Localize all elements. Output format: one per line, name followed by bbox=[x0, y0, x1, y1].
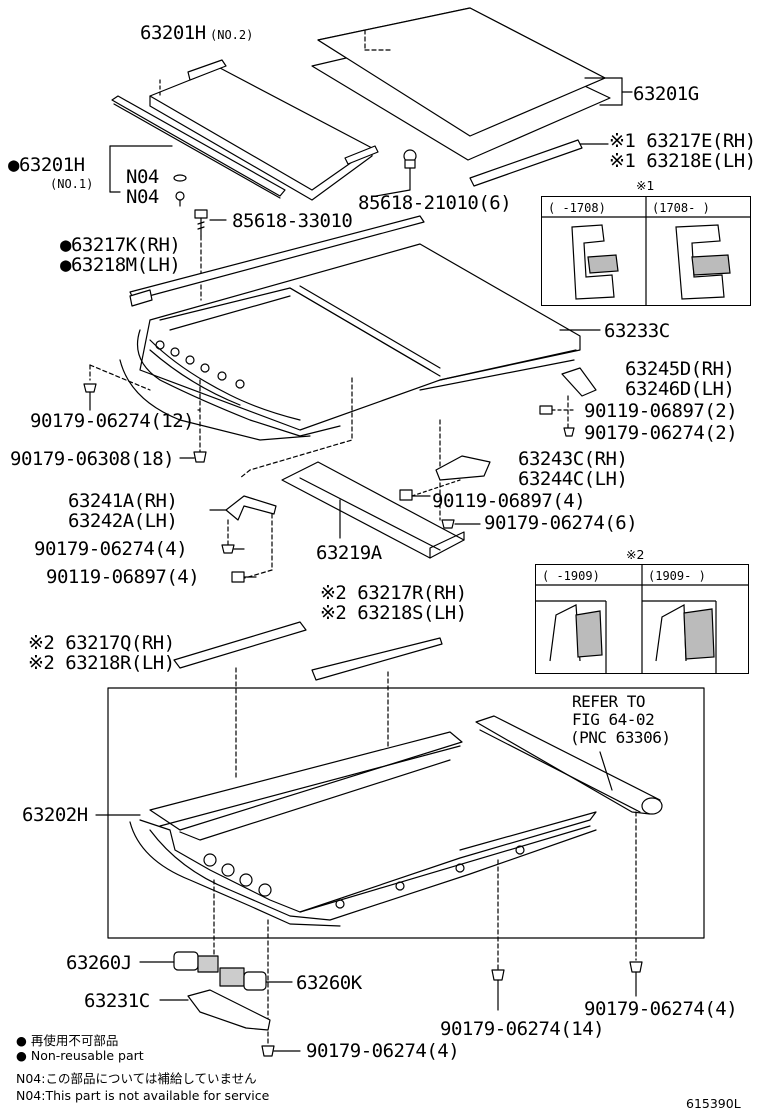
clip-90179-06274-12 bbox=[83, 383, 97, 411]
clip-90179-06274-14 bbox=[491, 969, 505, 981]
label-refer-line1: REFER TO bbox=[572, 692, 646, 711]
clip-90179-06274-4-right bbox=[629, 961, 643, 973]
label-63218e: ※1 63218E(LH) bbox=[609, 150, 756, 172]
note-n04-jp: N04:この部品については補給していません bbox=[16, 1071, 257, 1086]
label-63201g: 63201G bbox=[633, 83, 699, 105]
clip-90179-06308-18 bbox=[193, 451, 207, 463]
label-63241a: 63241A(RH) bbox=[68, 490, 178, 512]
label-63260j: 63260J bbox=[66, 952, 132, 974]
label-n04-b: N04 bbox=[126, 186, 159, 208]
bracket-63243c-drawing bbox=[399, 455, 491, 529]
label-90179-06308-18: 90179-06308(18) bbox=[10, 448, 175, 470]
label-85618-21010: 85618-21010(6) bbox=[358, 192, 512, 214]
reinforcement-63219a-drawing bbox=[281, 461, 465, 559]
label-63260k: 63260K bbox=[296, 972, 362, 994]
label-63218m: ●63218M(LH) bbox=[60, 254, 181, 276]
label-90179-06274-4a: 90179-06274(4) bbox=[34, 538, 188, 560]
inset2-right-range: (1909- ) bbox=[648, 569, 706, 583]
label-90179-06274-6: 90179-06274(6) bbox=[484, 512, 638, 534]
clip-n04 bbox=[173, 174, 187, 207]
note-nonreusable-en: ● Non-reusable part bbox=[16, 1048, 144, 1063]
weatherstrip-e-drawing bbox=[469, 139, 583, 187]
label-63217r: ※2 63217R(RH) bbox=[320, 582, 467, 604]
label-63202h: 63202H bbox=[22, 804, 88, 826]
bracket-63231c-drawing bbox=[187, 989, 271, 1031]
inset-mark2-label: ※2 bbox=[626, 547, 645, 562]
label-n04-a: N04 bbox=[126, 166, 159, 188]
inset1-right-range: (1708- ) bbox=[652, 201, 710, 215]
label-refer-line3: (PNC 63306) bbox=[570, 728, 671, 747]
screw-85618-33010 bbox=[194, 209, 208, 301]
label-90119-06897-4a: 90119-06897(4) bbox=[432, 490, 586, 512]
label-63201h-no1-note: (NO.1) bbox=[50, 177, 94, 191]
roof-panel-drawing bbox=[119, 243, 601, 441]
label-90179-06274-4c: 90179-06274(4) bbox=[306, 1040, 460, 1062]
label-90119-06897-2: 90119-06897(2) bbox=[584, 400, 738, 422]
inset-mark1-label: ※1 bbox=[636, 178, 655, 193]
seal-strip-drawing bbox=[111, 95, 286, 199]
label-85618-33010: 85618-33010 bbox=[232, 210, 353, 232]
inset-box-2: ( -1909) (1909- ) bbox=[535, 564, 749, 674]
label-63218s: ※2 63218S(LH) bbox=[320, 602, 467, 624]
label-63217e: ※1 63217E(RH) bbox=[609, 130, 756, 152]
label-90179-06274-4b: 90179-06274(4) bbox=[584, 998, 738, 1020]
weatherstrip-r-drawing bbox=[311, 637, 443, 681]
label-63245d: 63245D(RH) bbox=[625, 358, 735, 380]
figure-id: 615390L bbox=[686, 1096, 741, 1111]
label-90179-06274-12: 90179-06274(12) bbox=[30, 410, 195, 432]
sunshade-roller-drawing bbox=[475, 715, 663, 961]
clip-90179-06274-4-bottom bbox=[261, 1045, 275, 1057]
motor-63260k-drawing bbox=[219, 967, 293, 991]
label-63244c: 63244C(LH) bbox=[518, 468, 628, 490]
inset2-left-range: ( -1909) bbox=[542, 569, 600, 583]
label-63201h-no2-note: (NO.2) bbox=[210, 28, 254, 42]
inset1-left-range: ( -1708) bbox=[548, 201, 606, 215]
note-nonreusable-jp: ● 再使用不可部品 bbox=[16, 1033, 119, 1048]
label-63231c: 63231C bbox=[84, 990, 150, 1012]
label-63201h-no2: 63201H bbox=[140, 22, 206, 44]
screw-85618-21010 bbox=[403, 149, 417, 191]
label-63242a: 63242A(LH) bbox=[68, 510, 178, 532]
label-63246d: 63246D(LH) bbox=[625, 378, 735, 400]
inset-box-1: ( -1708) (1708- ) bbox=[541, 196, 751, 306]
label-63217k: ●63217K(RH) bbox=[60, 234, 181, 256]
bracket-63245d-drawing bbox=[539, 367, 597, 437]
label-90119-06897-4b: 90119-06897(4) bbox=[46, 566, 200, 588]
motor-63260j-drawing bbox=[139, 951, 219, 973]
label-90179-06274-2: 90179-06274(2) bbox=[584, 422, 738, 444]
label-63217q: ※2 63217Q(RH) bbox=[28, 632, 175, 654]
label-63218r: ※2 63218R(LH) bbox=[28, 652, 175, 674]
weatherstrip-q-drawing bbox=[173, 621, 307, 669]
housing-frame-box bbox=[107, 687, 705, 939]
label-63219a: 63219A bbox=[316, 542, 382, 564]
deflector-panel-drawing bbox=[149, 59, 379, 201]
label-63243c: 63243C(RH) bbox=[518, 448, 628, 470]
housing-63202h-drawing bbox=[95, 731, 597, 927]
label-90179-06274-14: 90179-06274(14) bbox=[440, 1018, 605, 1040]
label-63233c: 63233C bbox=[604, 320, 670, 342]
bracket-63241a-drawing bbox=[209, 495, 277, 583]
label-63201h-no1: ●63201H bbox=[8, 154, 85, 176]
label-refer-line2: FIG 64-02 bbox=[572, 710, 655, 729]
note-n04-en: N04:This part is not available for servi… bbox=[16, 1088, 270, 1103]
glass-panel-drawing bbox=[311, 7, 633, 161]
